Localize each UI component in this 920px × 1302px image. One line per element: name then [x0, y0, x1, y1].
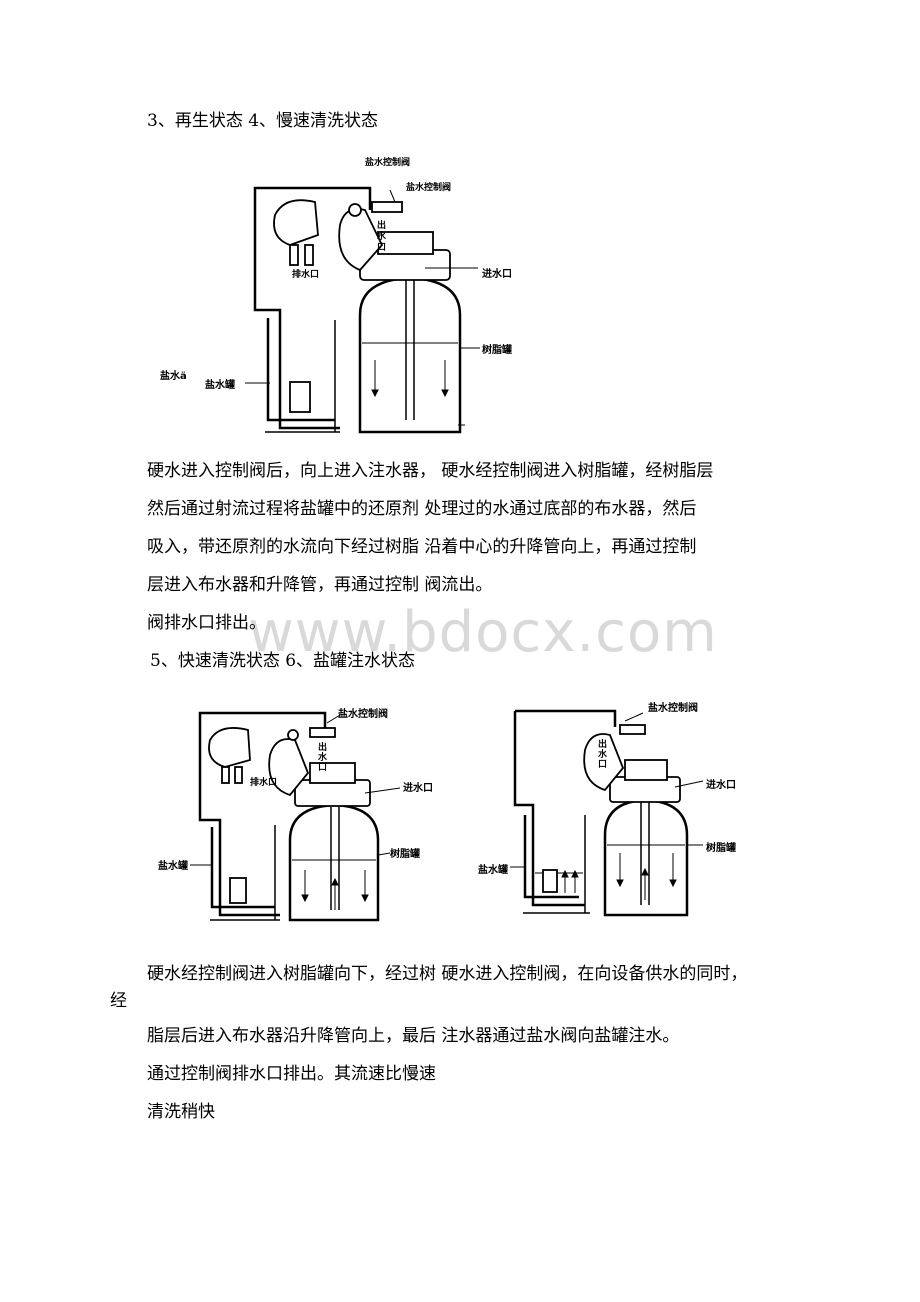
paragraph2-line-4: 通过控制阀排水口排出。其流速比慢速 [147, 1064, 436, 1084]
label-brine-tank-d2: 盐水罐 [158, 861, 188, 872]
paragraph2-line-5: 清洗稍快 [147, 1102, 215, 1122]
label-brine-tank-d3: 盐水罐 [478, 865, 508, 876]
svg-text:口: 口 [598, 759, 607, 770]
paragraph2-line-3: 脂层后进入布水器沿升降管向上，最后 注水器通过盐水阀向盐罐注水。 [147, 1026, 680, 1046]
paragraph1-line-2: 然后通过射流过程将盐罐中的还原剂 处理过的水通过底部的布水器，然后 [147, 499, 697, 519]
svg-text:口: 口 [318, 762, 327, 773]
regeneration-diagram: 盐水控制阀 盐水控制阀 排水口 出 水 口 [245, 156, 480, 434]
label-resin-tank-d1: 树脂罐 [482, 345, 512, 356]
label-resin-tank-d3: 树脂罐 [706, 843, 736, 854]
watermark: www.bdocx.com [248, 600, 718, 665]
label-brine-control-valve-top: 盐水控制阀 [365, 156, 410, 168]
label-outlet: 出 [377, 219, 386, 231]
label-inlet-d1: 进水口 [482, 269, 512, 280]
heading-section-3-4: 3、再生状态 4、慢速清洗状态 [147, 111, 379, 131]
paragraph1-line-5: 阀排水口排出。 [147, 613, 266, 633]
label-brine-control-valve: 盐水控制阀 [406, 181, 451, 193]
paragraph1-line-3: 吸入，带还原剂的水流向下经过树脂 沿着中心的升降管向上，再通过控制 [147, 537, 697, 557]
fast-rinse-diagram: 排水口 出 水 口 [190, 711, 401, 922]
label-drain-d2: 排水口 [250, 776, 277, 788]
label-outlet-d2: 出 [318, 741, 327, 753]
heading-section-5-6: 5、快速清洗状态 6、盐罐注水状态 [150, 651, 416, 671]
label-brine-control-valve-d2: 盐水控制阀 [338, 709, 388, 720]
label-brine-tank-d1: 盐水罐 [205, 380, 235, 391]
label-inlet-d3: 进水口 [706, 780, 736, 791]
paragraph2-line-1: 硬水经控制阀进入树脂罐向下，经过树 硬水进入控制阀，在向设备供水的同时， [147, 964, 748, 984]
label-drain: 排水口 [292, 268, 319, 280]
svg-text:水: 水 [318, 751, 328, 763]
svg-text:水: 水 [598, 748, 608, 760]
svg-text:口: 口 [377, 242, 386, 253]
label-inlet-d2: 进水口 [403, 783, 433, 794]
svg-text:水: 水 [377, 230, 387, 242]
label-brine-control-valve-d3: 盐水控制阀 [648, 703, 698, 714]
brine-refill-diagram: 出 水 口 [510, 709, 704, 917]
paragraph1-line-4: 层进入布水器和升降管，再通过控制 阀流出。 [147, 575, 493, 595]
label-brine-left-d1: 盐水ä [160, 371, 187, 382]
paragraph2-line-2: 经 [110, 991, 127, 1011]
paragraph1-line-1: 硬水进入控制阀后，向上进入注水器， 硬水经控制阀进入树脂罐，经树脂层 [147, 461, 714, 481]
label-resin-tank-d2: 树脂罐 [390, 849, 420, 860]
label-outlet-d3: 出 [598, 738, 607, 750]
